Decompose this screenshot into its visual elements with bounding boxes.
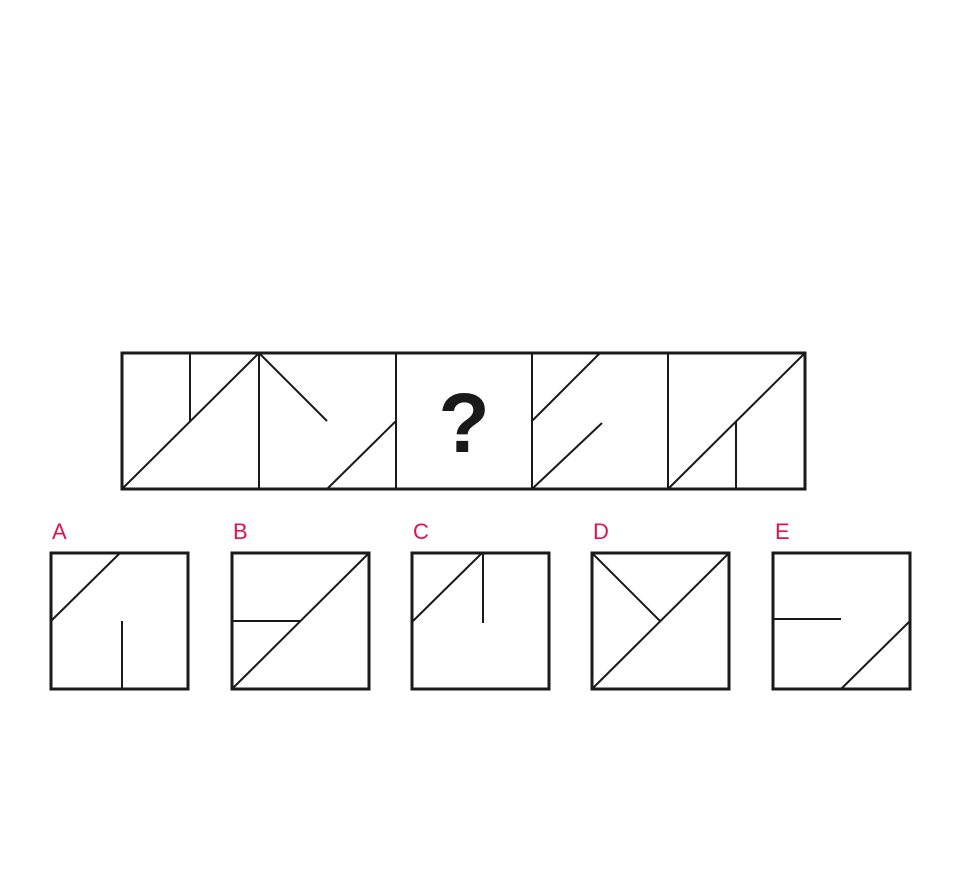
- sequence-cell-4: [531, 352, 603, 490]
- diagonal-line: [840, 620, 911, 690]
- option-a[interactable]: A: [49, 519, 190, 691]
- diagonal-line: [326, 420, 397, 490]
- option-d[interactable]: D: [590, 519, 731, 691]
- sequence-cell-1: [121, 352, 260, 490]
- option-label: D: [593, 519, 609, 544]
- option-label: A: [52, 519, 67, 544]
- diagonal-line: [50, 552, 121, 622]
- sequence-cell-2: [258, 352, 397, 490]
- sequence-cell-3: ?: [438, 376, 489, 470]
- option-label: C: [413, 519, 429, 544]
- option-frame[interactable]: [771, 551, 912, 691]
- answer-options: A B C D E: [49, 519, 912, 691]
- option-e[interactable]: E: [771, 519, 912, 691]
- sequence-cell-5: [667, 352, 806, 490]
- diagonal-line: [411, 552, 483, 623]
- sequence-strip: ?: [120, 351, 807, 491]
- sequence-outer-frame: [120, 351, 807, 491]
- diagonal-line: [531, 352, 601, 422]
- diagonal-line: [591, 552, 661, 622]
- diagonal-line: [531, 422, 603, 490]
- option-label: B: [233, 519, 248, 544]
- diagonal-line: [231, 552, 370, 690]
- diagonal-line: [258, 352, 328, 422]
- option-frame[interactable]: [410, 551, 551, 691]
- diagonal-line: [591, 552, 730, 690]
- option-frame[interactable]: [590, 551, 731, 691]
- option-label: E: [775, 519, 790, 544]
- option-frame[interactable]: [49, 551, 190, 691]
- question-mark: ?: [438, 376, 489, 470]
- option-b[interactable]: B: [230, 519, 371, 691]
- option-c[interactable]: C: [410, 519, 551, 691]
